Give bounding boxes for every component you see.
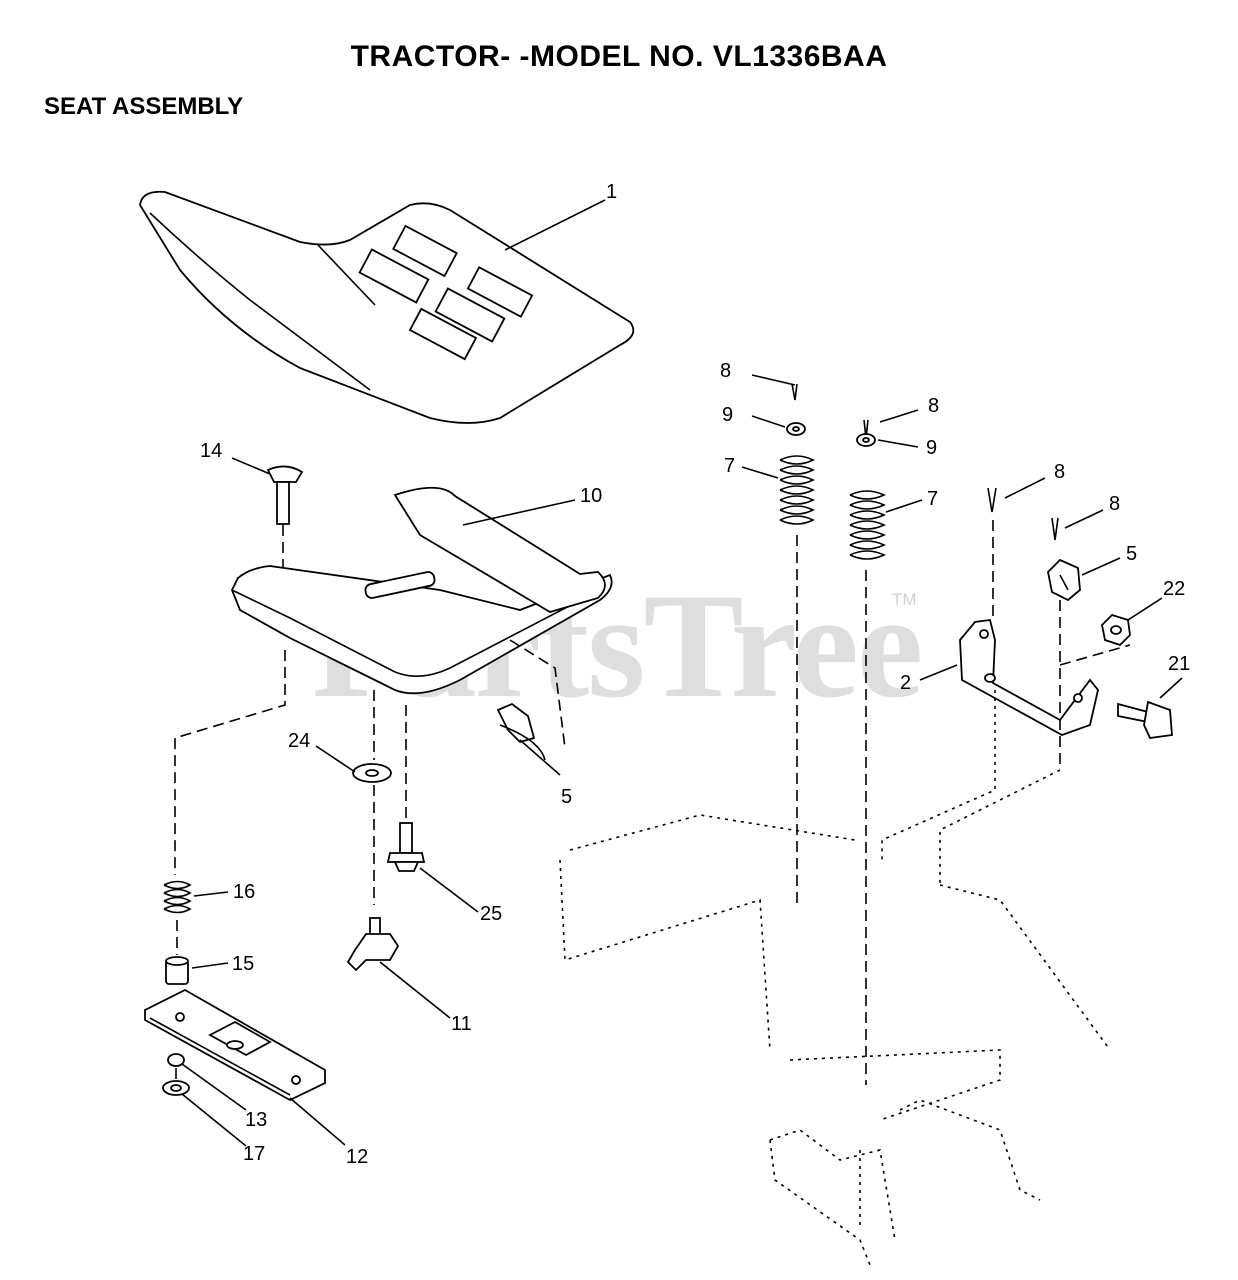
callout-8-b: 8 xyxy=(928,395,939,417)
adjustment-knob-part[interactable] xyxy=(346,917,400,972)
spring-clip-part[interactable] xyxy=(496,702,546,761)
callout-9-a: 9 xyxy=(722,404,733,426)
seat-part[interactable] xyxy=(139,190,635,424)
cotter-pin-part[interactable] xyxy=(751,374,798,401)
callout-8-a: 8 xyxy=(720,360,731,382)
callout-8-c: 8 xyxy=(1054,461,1065,483)
callout-8-d: 8 xyxy=(1109,493,1120,515)
callout-10: 10 xyxy=(580,485,602,507)
callout-22: 22 xyxy=(1163,578,1185,600)
seat-spring-part-2[interactable] xyxy=(849,490,886,560)
callout-13: 13 xyxy=(245,1109,267,1131)
callout-labels: 1 14 10 24 5 25 16 15 11 13 17 12 8 9 7 … xyxy=(200,181,1190,1168)
callout-5-right: 5 xyxy=(1126,543,1137,565)
callout-24: 24 xyxy=(288,730,310,752)
seat-spring-part[interactable] xyxy=(779,455,815,525)
callout-9-b: 9 xyxy=(926,437,937,459)
callout-11: 11 xyxy=(451,1013,472,1035)
cotter-pin-part-3[interactable] xyxy=(987,487,997,513)
callout-5-left: 5 xyxy=(561,786,572,808)
lock-washer-part[interactable] xyxy=(162,1080,190,1096)
callout-15: 15 xyxy=(232,953,254,975)
page-title: TRACTOR- -MODEL NO. VL1336BAA xyxy=(350,40,888,73)
washer-part[interactable] xyxy=(352,763,392,783)
cotter-pin-part-4[interactable] xyxy=(1051,517,1059,541)
callout-1: 1 xyxy=(606,181,617,203)
seat-pan-part[interactable] xyxy=(231,486,613,695)
section-title: SEAT ASSEMBLY xyxy=(44,93,244,120)
slide-rail-part[interactable] xyxy=(144,988,326,1102)
shoulder-bolt-part[interactable] xyxy=(386,822,426,872)
tractor-frame-outline xyxy=(559,690,1111,1266)
flat-washer-part-2[interactable] xyxy=(856,433,876,447)
callout-16: 16 xyxy=(233,881,255,903)
hex-nut-part[interactable] xyxy=(167,1053,185,1067)
flange-nut-part[interactable] xyxy=(1101,613,1131,647)
flat-washer-part[interactable] xyxy=(786,422,806,436)
spring-clip-part-2[interactable] xyxy=(1047,558,1081,602)
callout-14: 14 xyxy=(200,440,222,462)
callout-7-a: 7 xyxy=(724,455,735,477)
shoulder-screw-part[interactable] xyxy=(1117,700,1173,739)
callout-21: 21 xyxy=(1168,653,1190,675)
spacer-part[interactable] xyxy=(165,956,189,985)
compression-spring-part[interactable] xyxy=(163,880,192,914)
callout-7-b: 7 xyxy=(927,488,938,510)
trademark-mark: TM xyxy=(892,590,917,609)
callout-17: 17 xyxy=(243,1143,265,1165)
carriage-bolt-part[interactable] xyxy=(266,465,304,525)
callout-25: 25 xyxy=(480,903,502,925)
callout-2: 2 xyxy=(900,672,911,694)
callout-12: 12 xyxy=(346,1146,368,1168)
pivot-bracket-part[interactable] xyxy=(959,619,1099,736)
